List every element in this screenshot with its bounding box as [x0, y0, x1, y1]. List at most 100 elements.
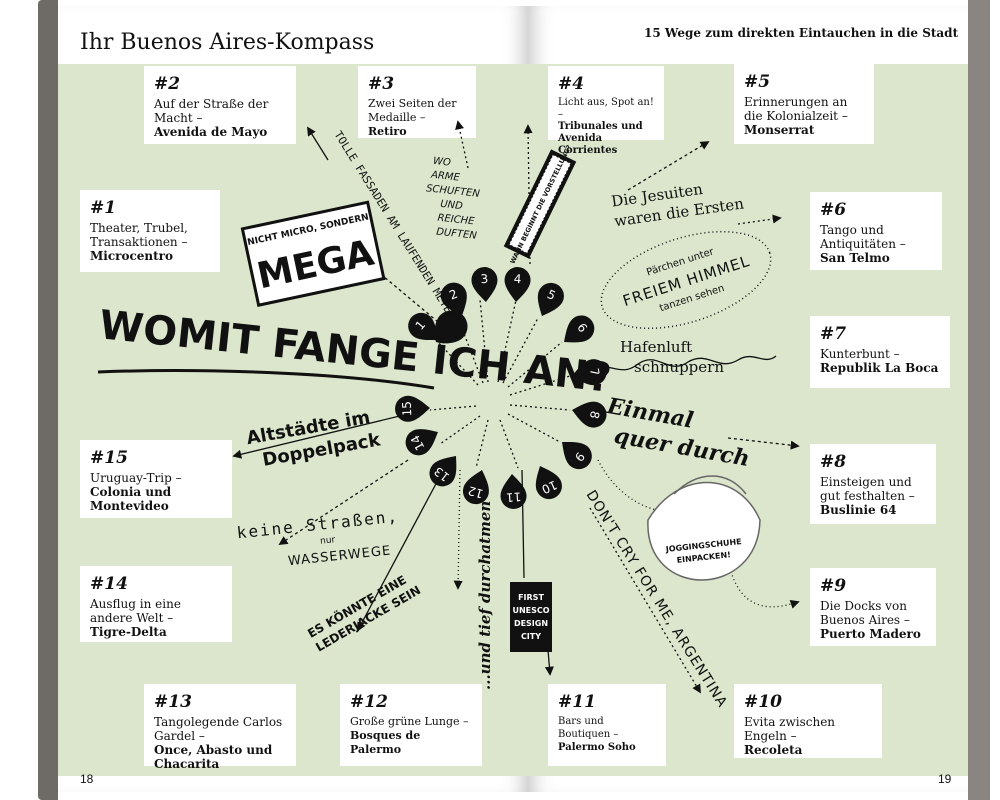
unesco-box: FIRST UNESCO DESIGN CITY: [510, 582, 552, 652]
pin-15: 15: [395, 395, 430, 422]
destination-number: #15: [90, 448, 128, 468]
book-edge-left: [38, 0, 58, 800]
pin-6: 6: [564, 315, 595, 343]
pin-1: 1: [408, 312, 438, 341]
pin-5: 5: [537, 282, 564, 316]
destination-number: #9: [820, 576, 847, 596]
destination-box-11: #11 Bars und Boutiquen – Palermo Soho: [548, 684, 666, 766]
arme-line-4: UND: [440, 199, 464, 212]
destination-desc: Auf der Straße der Macht –: [154, 97, 269, 125]
pin-number: 11: [505, 489, 521, 504]
pin-10: 10: [535, 466, 562, 500]
destination-desc: Die Docks von Buenos Aires –: [820, 599, 910, 627]
destination-number: #1: [90, 198, 117, 218]
destination-place: Puerto Madero: [820, 627, 921, 641]
destination-desc: Einsteigen und gut festhalten –: [820, 475, 915, 503]
left-page: Ihr Buenos Aires-Kompass #2 Auf der Stra…: [58, 6, 528, 792]
destination-desc: Erinnerungen an die Kolonialzeit –: [744, 95, 848, 123]
destination-place: Buslinie 64: [820, 503, 897, 517]
destination-box-4: #4 Licht aus, Spot an! – Tribunales und …: [548, 66, 664, 156]
destination-place: Microcentro: [90, 249, 174, 263]
destination-number: #11: [558, 692, 596, 712]
destination-number: #8: [820, 452, 847, 472]
arme-line-3: SCHUFTEN: [426, 183, 481, 200]
destination-desc: Große grüne Lunge –: [350, 715, 469, 728]
destination-desc: Kunterbunt –: [820, 347, 900, 361]
destination-box-6: #6 Tango und Antiquitäten – San Telmo: [810, 192, 942, 270]
page-number: 19: [938, 772, 952, 786]
pin-13: 13: [429, 456, 457, 487]
destination-place: Once, Abasto und Chacarita: [154, 743, 273, 771]
hafen-line-2: schnuppern: [634, 358, 724, 376]
destination-box-5: #5 Erinnerungen an die Kolonialzeit – Mo…: [734, 64, 874, 144]
destination-number: #12: [350, 692, 388, 712]
ticket-text: WANN BEGINNT DIE VORSTELLUNG?: [509, 144, 574, 266]
destination-box-13: #13 Tangolegende Carlos Gardel – Once, A…: [144, 684, 296, 771]
destination-desc: Evita zwischen Engeln –: [744, 715, 836, 743]
spokes: [429, 299, 571, 469]
destination-desc: Theater, Trubel, Transaktionen –: [90, 221, 188, 249]
pin-number: 15: [400, 401, 415, 417]
destination-place: Recoleta: [744, 743, 803, 757]
destination-number: #3: [368, 74, 395, 94]
unesco-line-4: CITY: [521, 632, 541, 641]
destination-desc: Licht aus, Spot an! –: [558, 97, 654, 120]
destination-number: #6: [820, 200, 847, 220]
destination-number: #5: [744, 72, 771, 92]
pin-number: 8: [587, 410, 602, 420]
page-number: 18: [80, 772, 94, 786]
pin-4: 4: [504, 267, 531, 302]
destination-box-9: #9 Die Docks von Buenos Aires – Puerto M…: [810, 568, 936, 646]
destination-place: Palermo Soho: [558, 742, 636, 753]
pins: [434, 310, 468, 344]
destination-place: Retiro: [368, 125, 407, 138]
pin-number: 14: [408, 433, 428, 453]
destination-desc: Bars und Boutiquen –: [558, 716, 619, 740]
pin-12: 12: [462, 470, 489, 505]
ticket: WANN BEGINNT DIE VORSTELLUNG?: [503, 144, 577, 266]
pin-number: 4: [513, 272, 522, 286]
destination-place: Tigre-Delta: [90, 625, 167, 639]
pin-number: 12: [466, 483, 485, 501]
destination-box-2: #2 Auf der Straße der Macht – Avenida de…: [144, 66, 296, 144]
destination-box-14: #14 Ausflug in eine andere Welt – Tigre-…: [80, 566, 232, 642]
keine-line-2: nur: [320, 535, 336, 547]
pin-2: 2: [440, 282, 467, 316]
open-book: Ihr Buenos Aires-Kompass #2 Auf der Stra…: [38, 0, 990, 800]
destination-number: #10: [744, 692, 782, 712]
unesco-line-2: UNESCO: [512, 606, 549, 615]
destination-box-10: #10 Evita zwischen Engeln – Recoleta: [734, 684, 882, 758]
destination-desc: Uruguay-Trip –: [90, 471, 182, 485]
page-title: Ihr Buenos Aires-Kompass: [80, 30, 375, 55]
pin-number: 10: [540, 478, 560, 497]
keine-line-3: WASSERWEGE: [287, 543, 392, 569]
main-question: WOMIT FANGE ICH AN?: [97, 302, 614, 402]
destination-box-12: #12 Große grüne Lunge – Bosques de Paler…: [340, 684, 482, 766]
destination-number: #7: [820, 324, 847, 344]
destination-number: #4: [558, 74, 585, 94]
unesco-line-1: FIRST: [518, 593, 544, 602]
durchatmen-text: ...und tief durchatmen: [476, 501, 494, 690]
jogging-bag: JOGGINGSCHUHE EINPACKEN!: [647, 475, 761, 581]
destination-box-1: #1 Theater, Trubel, Transaktionen – Micr…: [80, 190, 220, 272]
destination-desc: Ausflug in eine andere Welt –: [90, 597, 181, 625]
pin-9: 9: [562, 441, 592, 470]
pin-number: 3: [480, 272, 489, 286]
keine-line-1: keine Straßen,: [236, 506, 400, 542]
destination-desc: Zwei Seiten der Medaille –: [368, 97, 457, 124]
destination-desc: Tango und Antiquitäten –: [820, 223, 906, 251]
destination-number: #14: [90, 574, 128, 594]
pin-number: 7: [587, 367, 602, 377]
unesco-line-3: DESIGN: [514, 619, 548, 628]
destination-box-7: #7 Kunterbunt – Republik La Boca: [810, 316, 950, 388]
destination-number: #2: [154, 74, 181, 94]
destination-place: San Telmo: [820, 251, 890, 265]
hafen-line-1: Hafenluft: [620, 338, 692, 356]
destination-place: Avenida de Mayo: [154, 125, 268, 139]
destination-place: Republik La Boca: [820, 361, 939, 375]
pin-3: 3: [471, 267, 498, 302]
destination-place: Colonia und Montevideo: [90, 485, 172, 513]
page-subtitle: 15 Wege zum direkten Eintauchen in die S…: [644, 26, 959, 40]
book-edge-right: [968, 0, 990, 800]
